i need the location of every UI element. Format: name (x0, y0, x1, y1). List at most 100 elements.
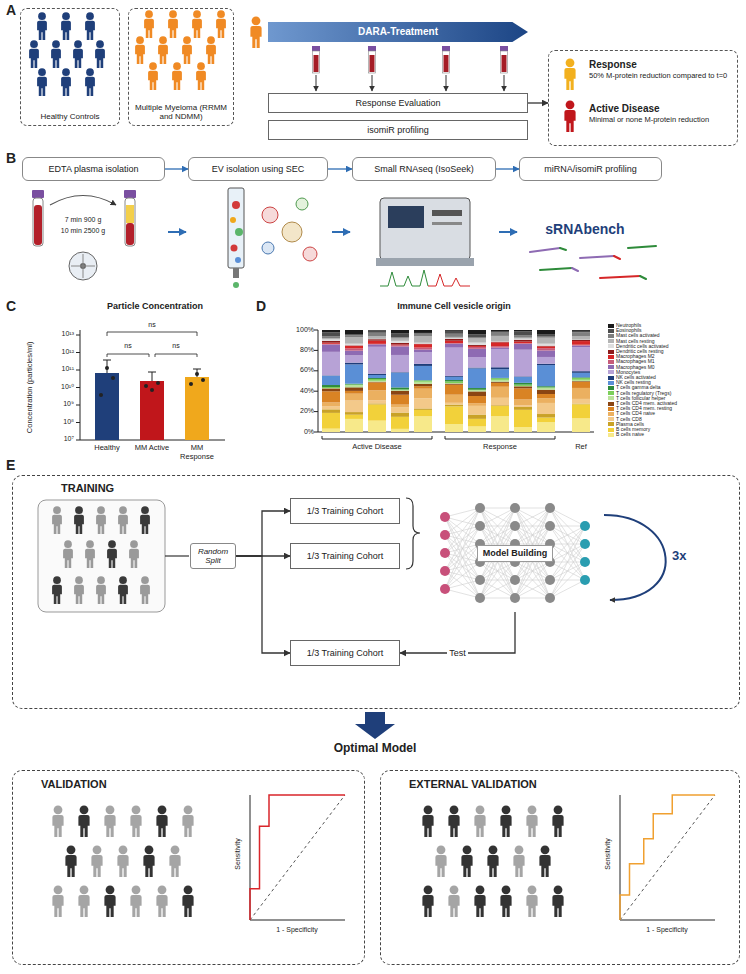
sequencer-illustration (380, 270, 428, 286)
stacked-segment (345, 385, 363, 387)
sec-column (235, 228, 243, 236)
patient-person-icon (172, 62, 182, 90)
stacked-segment (445, 395, 463, 403)
stacked-segment (537, 357, 555, 364)
stacked-segment (491, 342, 509, 346)
node-label: Model Building (477, 545, 554, 561)
stacked-segment (491, 387, 509, 398)
chart-axis (314, 370, 318, 371)
network-link (550, 526, 585, 580)
stacked-segment (445, 341, 463, 344)
stacked-segment (468, 415, 486, 419)
model-box: Model Building (430, 495, 600, 612)
optimal-arrow (355, 712, 395, 739)
stacked-segment (368, 379, 386, 381)
brace (406, 498, 420, 569)
legend-swatch (608, 396, 614, 400)
data-point (156, 381, 160, 385)
legend-swatch (608, 344, 614, 348)
validation-person-icon (143, 845, 154, 877)
validation-person-icon (526, 805, 537, 837)
validation-person-icon (65, 845, 76, 877)
chart-axis (76, 387, 80, 388)
chart-axis (314, 391, 318, 392)
chart-axis (76, 422, 80, 423)
stacked-segment (468, 338, 486, 342)
node-label: EXTERNAL VALIDATION (409, 778, 537, 791)
axis-title: Sensitivity (604, 824, 612, 884)
stacked-segment (368, 375, 386, 378)
network-link (515, 508, 550, 526)
stacked-segment (368, 331, 386, 333)
network-neuron (510, 521, 520, 531)
node-label: isomiR profiling (367, 125, 429, 135)
people-group (74, 506, 84, 534)
data-point (189, 382, 193, 386)
step-arrow (332, 231, 350, 233)
stacked-segment (572, 346, 590, 348)
validation-person-icon (474, 885, 485, 917)
stacked-segment (322, 343, 340, 344)
stacked-segment (514, 335, 532, 337)
stacked-segment (514, 383, 532, 385)
rna-illustration (530, 246, 656, 279)
stacked-segment (572, 418, 590, 432)
stacked-segment (572, 381, 590, 383)
stacked-segment (468, 388, 486, 390)
stacked-segment (345, 346, 363, 349)
node-label: 1/3 Training Cohort (307, 506, 384, 516)
sequencer-illustration (376, 258, 474, 266)
sampling-arrow (372, 75, 373, 91)
validation-person-icon (130, 805, 141, 837)
stacked-segment (322, 391, 340, 402)
patient-person-icon (135, 36, 145, 64)
split-line (165, 555, 189, 556)
stacked-segment (391, 405, 409, 408)
stacked-segment (345, 337, 363, 344)
stacked-segment (414, 350, 432, 352)
sec-column (296, 198, 308, 210)
stacked-segment (514, 407, 532, 410)
blood-tube (500, 46, 508, 51)
tick-label: 10⁸ (40, 418, 74, 426)
chart-axis (314, 411, 318, 412)
legend-swatch (608, 433, 614, 437)
stacked-segment (322, 344, 340, 351)
validation-person-icon (435, 845, 446, 877)
stacked-segment (414, 343, 432, 344)
stacked-segment (468, 391, 486, 396)
stacked-segment (368, 404, 386, 420)
stacked-segment (414, 410, 432, 416)
stacked-segment (368, 382, 386, 390)
plasma-illustration (69, 252, 97, 280)
stacked-segment (414, 364, 432, 366)
network-link (515, 508, 550, 544)
patient-person-icon (192, 10, 202, 38)
legend-swatch (608, 370, 614, 374)
error-bar (103, 360, 111, 361)
stacked-segment (345, 363, 363, 365)
network-neuron (510, 593, 520, 603)
process-box: Response Evaluation (268, 93, 528, 113)
legend-swatch (608, 381, 614, 385)
stacked-segment (514, 399, 532, 405)
network-neuron (510, 575, 520, 585)
stacked-segment (414, 384, 432, 386)
legend-swatch (608, 412, 614, 416)
stacked-segment (391, 339, 409, 341)
stacked-segment (345, 348, 363, 350)
stacked-segment (414, 382, 432, 384)
validation-person-icon (182, 885, 193, 917)
stacked-segment (391, 341, 409, 343)
blood-tube (370, 55, 375, 72)
stacked-segment (491, 383, 509, 387)
rna-illustration (572, 268, 578, 271)
network-link (515, 580, 550, 598)
panel-letter: C (6, 298, 22, 314)
network-link (445, 526, 480, 589)
stacked-segment (537, 338, 555, 344)
stacked-segment (491, 398, 509, 405)
split-line (165, 555, 189, 556)
stacked-segment (368, 339, 386, 340)
validation-person-icon (552, 805, 563, 837)
